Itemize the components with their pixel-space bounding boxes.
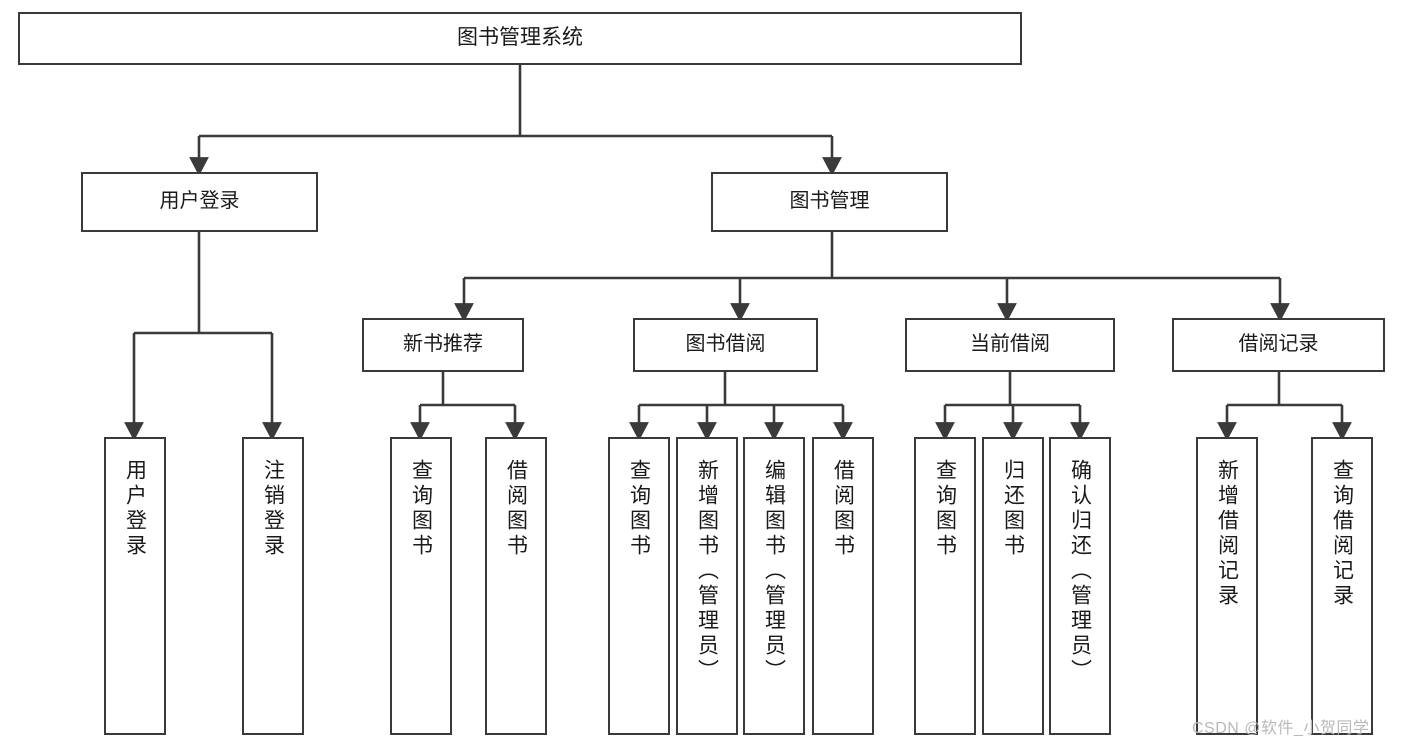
leaf-borrow-record-add-record[interactable]: 新增借阅记录 — [1196, 437, 1258, 735]
leaf-book-borrow-query-book-label: 查询图书 — [627, 459, 651, 559]
node-current-borrow-label: 当前借阅 — [970, 333, 1050, 356]
node-new-book-recommend-label: 新书推荐 — [403, 333, 483, 356]
node-book-borrow-label: 图书借阅 — [685, 333, 766, 356]
leaf-current-borrow-query-book[interactable]: 查询图书 — [914, 437, 976, 735]
leaf-book-borrow-borrow-book-label: 借阅图书 — [831, 459, 855, 559]
leaf-book-borrow-borrow-book[interactable]: 借阅图书 — [812, 437, 874, 735]
node-borrow-record-label: 借阅记录 — [1238, 333, 1319, 356]
leaf-current-borrow-return-book-label: 归还图书 — [1001, 459, 1025, 559]
leaf-user-login-login[interactable]: 用户登录 — [104, 437, 166, 735]
node-root-library-system[interactable]: 图书管理系统 — [18, 12, 1022, 65]
node-root-label: 图书管理系统 — [457, 26, 583, 50]
node-borrow-record[interactable]: 借阅记录 — [1172, 318, 1385, 372]
node-book-manage-label: 图书管理 — [789, 190, 870, 213]
leaf-borrow-record-query-record-label: 查询借阅记录 — [1330, 459, 1354, 609]
leaf-new-book-query-book-label: 查询图书 — [409, 459, 433, 559]
csdn-watermark: CSDN @软件_小贺同学 — [1192, 720, 1370, 737]
leaf-new-book-borrow-book[interactable]: 借阅图书 — [485, 437, 547, 735]
leaf-current-borrow-confirm-return-admin[interactable]: 确认归还（管理员） — [1049, 437, 1111, 735]
leaf-book-borrow-edit-book-admin-label: 编辑图书（管理员） — [762, 459, 786, 684]
node-book-manage[interactable]: 图书管理 — [711, 172, 948, 232]
leaf-current-borrow-query-book-label: 查询图书 — [933, 459, 957, 559]
leaf-book-borrow-add-book-admin[interactable]: 新增图书（管理员） — [676, 437, 738, 735]
leaf-current-borrow-confirm-return-admin-label: 确认归还（管理员） — [1068, 459, 1092, 684]
node-user-login[interactable]: 用户登录 — [81, 172, 318, 232]
leaf-book-borrow-edit-book-admin[interactable]: 编辑图书（管理员） — [743, 437, 805, 735]
leaf-user-login-login-label: 用户登录 — [123, 459, 147, 559]
leaf-user-login-logout-label: 注销登录 — [261, 459, 285, 559]
leaf-current-borrow-return-book[interactable]: 归还图书 — [982, 437, 1044, 735]
leaf-borrow-record-query-record[interactable]: 查询借阅记录 — [1311, 437, 1373, 735]
leaf-book-borrow-query-book[interactable]: 查询图书 — [608, 437, 670, 735]
node-current-borrow[interactable]: 当前借阅 — [905, 318, 1115, 372]
leaf-book-borrow-add-book-admin-label: 新增图书（管理员） — [695, 459, 719, 684]
leaf-user-login-logout[interactable]: 注销登录 — [242, 437, 304, 735]
leaf-new-book-query-book[interactable]: 查询图书 — [390, 437, 452, 735]
leaf-new-book-borrow-book-label: 借阅图书 — [504, 459, 528, 559]
node-user-login-label: 用户登录 — [159, 190, 240, 213]
leaf-borrow-record-add-record-label: 新增借阅记录 — [1215, 459, 1239, 609]
node-new-book-recommend[interactable]: 新书推荐 — [362, 318, 524, 372]
node-book-borrow[interactable]: 图书借阅 — [633, 318, 818, 372]
